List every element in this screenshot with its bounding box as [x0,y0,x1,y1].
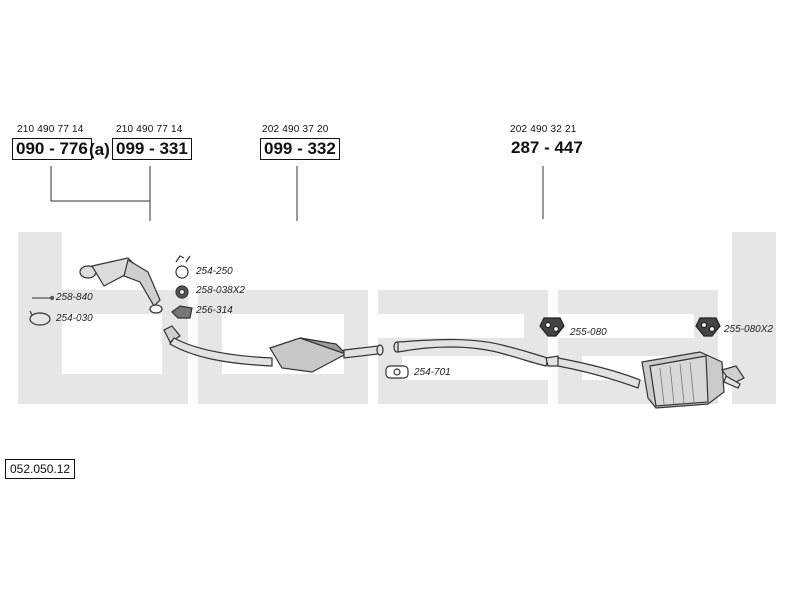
accessory-label-256-314[interactable]: 256-314 [196,305,233,316]
diagram-code: 052.050.12 [5,459,76,479]
part-number-090-776[interactable]: 090 - 776 [12,138,92,160]
clamp-icon-254-030 [29,310,51,326]
accessory-label-254-250[interactable]: 254-250 [196,266,233,277]
gasket-icon-258-038 [175,285,189,299]
flange-icon-256-314 [171,305,193,319]
oe-number-3: 202 490 37 20 [262,124,329,135]
accessory-label-254-701[interactable]: 254-701 [414,367,451,378]
part-number-099-331[interactable]: 099 - 331 [112,138,192,160]
oe-number-4: 202 490 32 21 [510,124,577,135]
clamp-icon-254-701 [385,365,409,379]
accessory-label-254-030[interactable]: 254-030 [56,313,93,324]
oe-number-2: 210 490 77 14 [116,124,183,135]
part-number-287-447[interactable]: 287 - 447 [511,138,583,157]
part-number-099-332[interactable]: 099 - 332 [260,138,340,160]
accessory-label-255-080[interactable]: 255-080 [570,327,607,338]
mounting-icon-255-080x2 [695,317,721,337]
rear-muffler-part[interactable] [393,338,745,409]
clamp-icon-254-250 [175,255,191,279]
intermediate-catalyst-part[interactable] [163,325,384,373]
accessory-label-258-038x2[interactable]: 258-038X2 [196,285,245,296]
front-pipe-part[interactable] [79,257,163,314]
bolt-icon-258-840 [32,295,55,301]
accessory-label-255-080x2[interactable]: 255-080X2 [724,324,773,335]
oe-number-1: 210 490 77 14 [17,124,84,135]
accessory-label-258-840[interactable]: 258-840 [56,292,93,303]
mounting-icon-255-080 [539,317,565,337]
part-note-a: (a) [89,140,110,159]
leader-lines [50,166,544,221]
